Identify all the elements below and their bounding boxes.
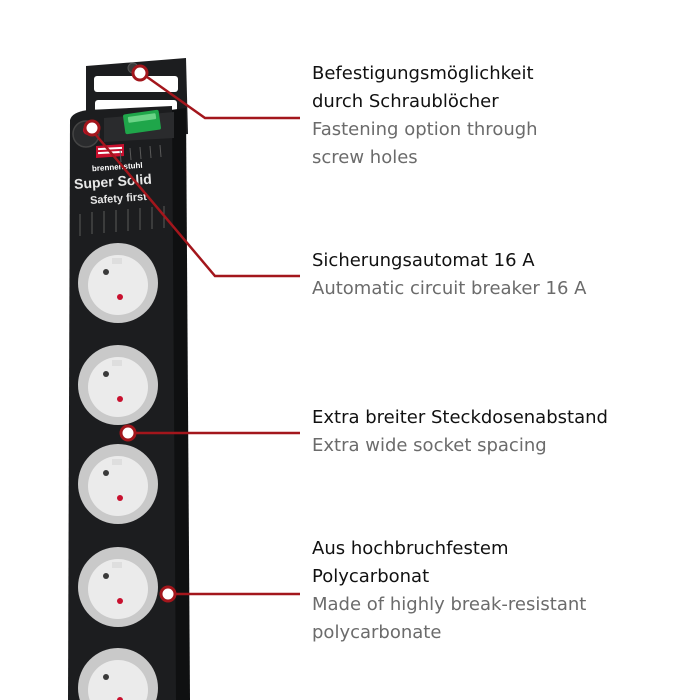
- brand-logo: brennenstuhl: [92, 144, 143, 173]
- socket: [78, 444, 158, 524]
- callouts: [89, 70, 300, 596]
- callout-line-breaker: [89, 127, 300, 278]
- feature-circuit-breaker: Sicherungsautomat 16 A Automatic circuit…: [312, 247, 586, 303]
- callout-dot-fastening: [131, 64, 149, 82]
- socket: [78, 648, 158, 700]
- callout-dot-material: [159, 585, 177, 603]
- callout-dot-breaker: [83, 119, 101, 137]
- power-strip: brennenstuhl Super Solid Safety first: [68, 58, 190, 700]
- callout-markers: [83, 64, 177, 603]
- socket: [78, 345, 158, 425]
- feature-material: Aus hochbruchfestem Polycarbonat Made of…: [312, 535, 586, 647]
- power-switch-highlight: [127, 113, 157, 123]
- bracket-cutout: [94, 76, 178, 92]
- feature-socket-spacing: Extra breiter Steckdosenabstand Extra wi…: [312, 404, 608, 460]
- model-tagline: Safety first: [90, 191, 148, 207]
- socket: [78, 243, 158, 323]
- brand-name: brennenstuhl: [92, 161, 143, 174]
- callout-line-fastening: [139, 70, 300, 120]
- feature-fastening: Befestigungsmöglichkeit durch Schraublöc…: [312, 60, 538, 172]
- feature-title-de: Sicherungsautomat 16 A: [312, 250, 535, 271]
- feature-title-de: Befestigungsmöglichkeit durch Schraublöc…: [312, 63, 534, 112]
- socket: [78, 547, 158, 627]
- feature-title-en: Extra wide socket spacing: [312, 435, 547, 456]
- callout-dot-spacing: [119, 424, 137, 442]
- housing-grooves: [79, 144, 165, 236]
- feature-title-de: Aus hochbruchfestem Polycarbonat: [312, 538, 509, 587]
- feature-title-en: Fastening option through screw holes: [312, 119, 538, 168]
- feature-title-de: Extra breiter Steckdosenabstand: [312, 407, 608, 428]
- feature-title-en: Made of highly break-resistant polycarbo…: [312, 594, 587, 643]
- feature-title-en: Automatic circuit breaker 16 A: [312, 278, 587, 299]
- model-name: Super Solid: [73, 171, 152, 192]
